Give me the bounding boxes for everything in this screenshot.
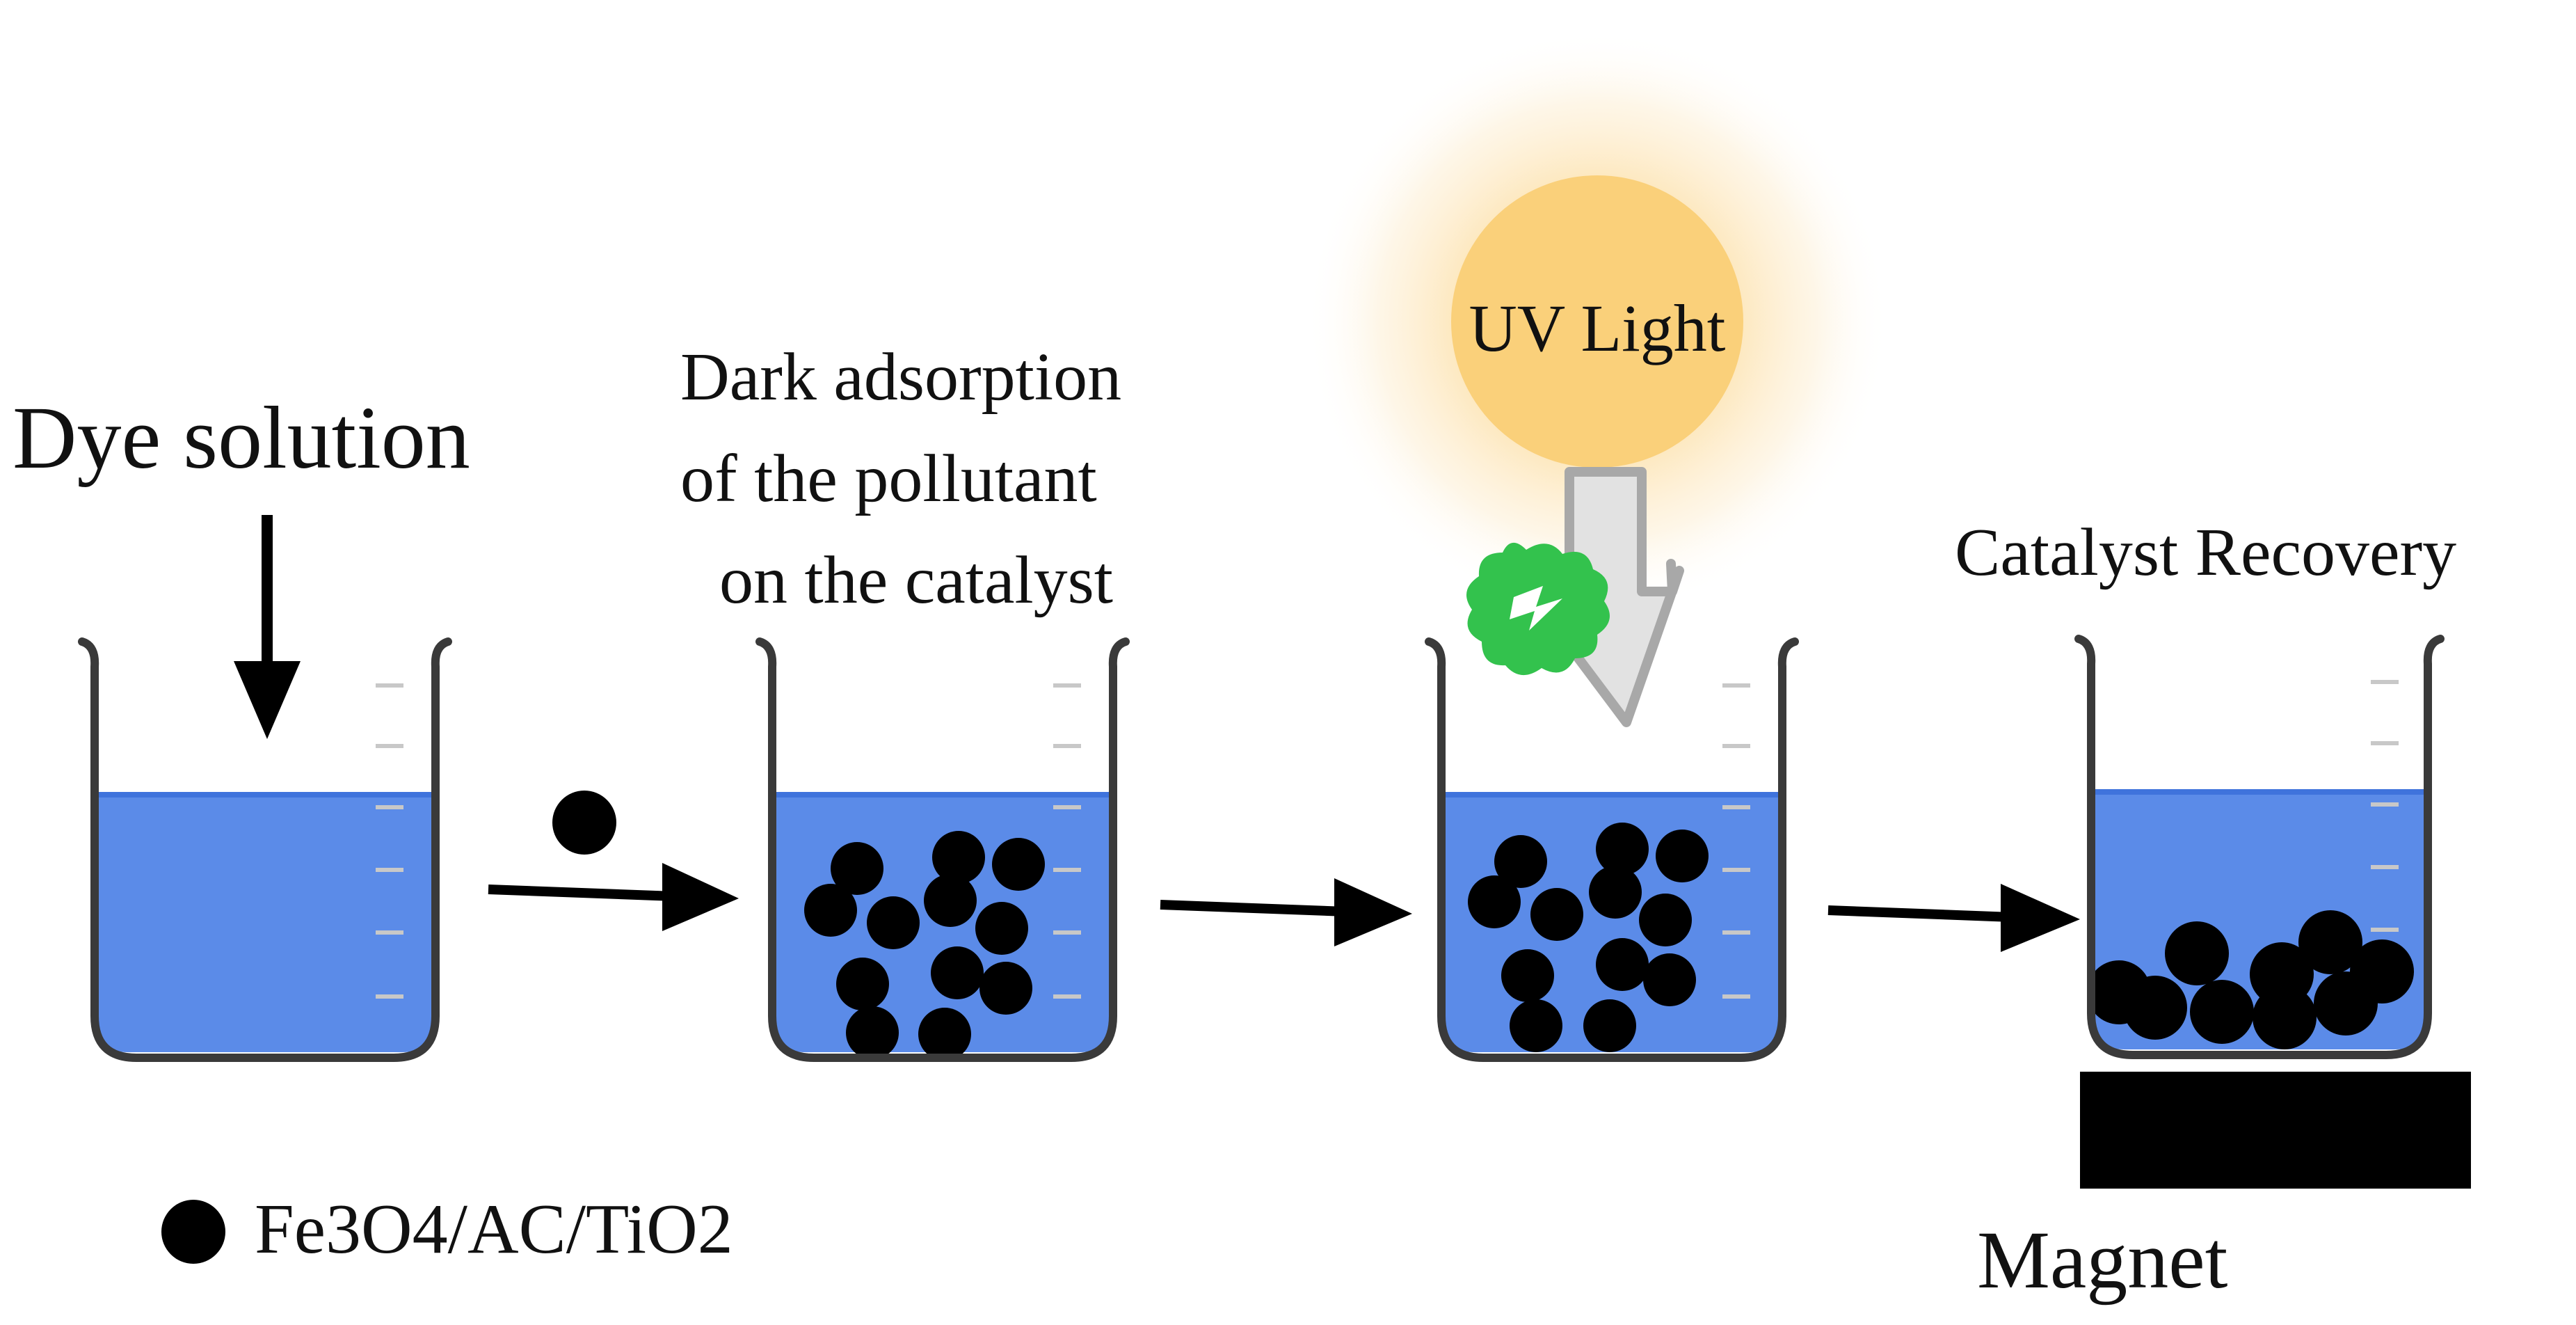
catalyst-particle (836, 958, 889, 1010)
catalyst-particle (1596, 938, 1649, 991)
process-arrow-3 (1827, 884, 2080, 952)
beaker-2-catalyst-particles (804, 831, 1045, 1061)
added-catalyst-particle (552, 791, 616, 855)
legend-catalyst-label: Fe3O4/AC/TiO2 (255, 1190, 733, 1269)
catalyst-particle (979, 962, 1032, 1015)
dark-adsorption-line-1: Dark adsorption (680, 340, 1121, 415)
beaker-2 (755, 637, 1130, 1062)
catalyst-particle (1583, 999, 1636, 1052)
catalyst-particle (1589, 866, 1642, 919)
catalyst-particle (1643, 953, 1696, 1006)
dye-solution-label: Dye solution (13, 388, 470, 487)
legend: Fe3O4/AC/TiO2 (161, 1190, 733, 1269)
beaker-2-graduations (1053, 683, 1081, 999)
catalyst-particle (804, 884, 857, 937)
catalyst-particle (2165, 921, 2229, 985)
sun-icon (1451, 175, 1743, 468)
beaker-3 (1425, 637, 1799, 1062)
beaker-4 (2074, 635, 2445, 1059)
beaker-4-graduations (2371, 680, 2399, 996)
catalyst-particle (846, 1006, 899, 1059)
catalyst-particle (975, 902, 1028, 955)
beaker-3-outline (1425, 637, 1799, 1062)
dye-input-arrow (234, 515, 301, 739)
catalyst-particle (1510, 999, 1562, 1052)
catalyst-particle (831, 842, 883, 895)
catalyst-particle (931, 946, 984, 999)
catalyst-particle (1501, 949, 1554, 1002)
dark-adsorption-line-3: on the catalyst (719, 543, 1113, 618)
beaker-4-outline (2074, 635, 2445, 1059)
catalyst-particle (2298, 910, 2362, 974)
catalyst-particle (1530, 888, 1583, 941)
process-arrow-2 (1160, 878, 1412, 946)
beaker-3-catalyst-particles (1468, 823, 1709, 1052)
catalyst-particle (992, 838, 1045, 891)
beaker-1-outline (78, 637, 452, 1062)
magnet-label: Magnet (1977, 1214, 2228, 1306)
beaker-1-liquid (97, 795, 433, 1052)
catalyst-particle (924, 874, 977, 927)
catalyst-particle (2190, 980, 2254, 1044)
catalyst-particle (1639, 894, 1692, 946)
beaker-2-outline (755, 637, 1130, 1062)
beaker-4-settled-particles (2087, 910, 2414, 1049)
beaker-1-graduations (376, 683, 403, 999)
catalyst-particle (1596, 823, 1649, 875)
catalyst-particle (1656, 830, 1709, 882)
uv-light-source: UV Light (1305, 29, 1889, 614)
uv-light-label: UV Light (1469, 291, 1726, 365)
catalyst-particle (918, 1008, 971, 1061)
catalyst-particle (2253, 985, 2317, 1049)
catalyst-particle (867, 896, 920, 949)
dark-adsorption-line-2: of the pollutant (680, 441, 1097, 516)
catalyst-particle (1468, 875, 1521, 928)
dark-adsorption-label: Dark adsorption of the pollutant on the … (680, 340, 1121, 618)
beaker-1 (78, 637, 452, 1062)
magnet-block (2080, 1072, 2471, 1189)
catalyst-recovery-label: Catalyst Recovery (1955, 515, 2456, 590)
lightning-bolt-badge-icon (1466, 542, 1610, 676)
legend-particle-icon (161, 1200, 225, 1264)
catalyst-particle (932, 831, 985, 884)
process-arrow-1 (488, 863, 739, 931)
catalyst-particle (1494, 835, 1547, 888)
catalyst-particle (2123, 976, 2187, 1040)
catalyst-particle (2314, 971, 2378, 1036)
beaker-3-graduations (1722, 683, 1750, 999)
